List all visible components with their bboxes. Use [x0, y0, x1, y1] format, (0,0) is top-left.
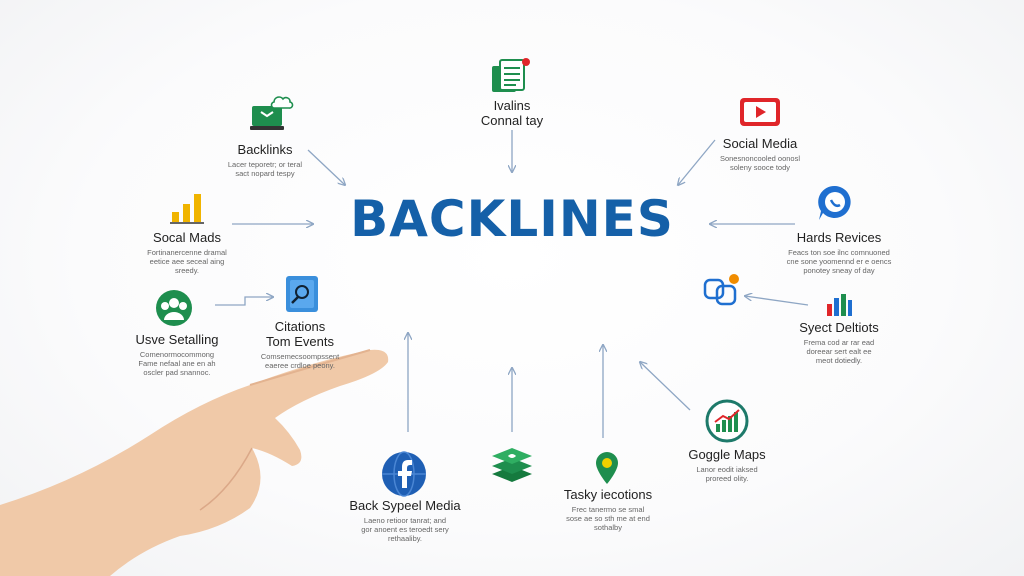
node-description-line: Frema cod ar rar ead [803, 338, 875, 347]
node-description-line: Lacer teporetr; or teral [227, 160, 303, 169]
node-description-line: meot dotiedly. [815, 356, 863, 365]
arrow-usve-setalling [215, 297, 273, 306]
node-description-line: Frec tanermo se smal [571, 505, 645, 514]
node-description-line: eaeree crdloe peony. [265, 361, 335, 370]
growth-chart-icon [705, 399, 749, 443]
node-label: Back Sypeel Media [330, 498, 480, 513]
color-bars-icon [827, 294, 852, 316]
node-description-line: sothalby [594, 523, 622, 532]
node-description-line: ponotey sneay of day [803, 266, 875, 275]
node-description-line: Laeno retioor tanrat; and [363, 516, 447, 525]
node-description-line: oscler pad snannoc. [143, 368, 211, 377]
node-description-line: doreear sert ealt ee [806, 347, 872, 356]
node-label: Tasky iecotions [533, 487, 683, 502]
node-label: Socal Mads [112, 230, 262, 245]
node-label-line: Socal Mads [153, 230, 221, 245]
node-label-line: Tasky iecotions [563, 487, 653, 502]
node-description-line: Fame nefaal ane en ah [138, 359, 216, 368]
node-label: Syect Deltiots [764, 320, 914, 335]
node-description-line: soleny sooce tody [729, 163, 791, 172]
node-description-line: rethaaliby. [387, 534, 423, 543]
node-description-line: gor anoent es teroedt sery [361, 525, 449, 534]
arrow-backlinks [307, 149, 345, 185]
node-label-line: Citations [274, 319, 326, 334]
pointing-hand-icon [0, 349, 389, 576]
node-description-line: Feacs ton soe ilnc comnuoned [788, 248, 890, 257]
node-label-line: Usve Setalling [135, 332, 219, 347]
arrow-goggle [640, 362, 691, 411]
people-circle-icon [156, 290, 192, 326]
node-label: Backlinks [190, 142, 340, 157]
node-label-line: Back Sypeel Media [349, 498, 461, 513]
node-description-line: sose ae so sth me at end [566, 514, 650, 523]
node-description-line: Comenormocommong [139, 350, 215, 359]
node-label: Hards Revices [764, 230, 914, 245]
document-icon [492, 58, 530, 92]
facebook-globe-icon [382, 451, 426, 497]
node-label-line: Goggle Maps [688, 447, 766, 462]
node-label: Goggle Maps [652, 447, 802, 462]
bar-chart-icon [170, 194, 204, 224]
node-description-line: sact nopard tespy [235, 169, 295, 178]
node-description-line: proreed olity. [705, 474, 749, 483]
arrow-social-media [678, 139, 716, 185]
node-label-line: Backlinks [237, 142, 293, 157]
node-description-line: eetice aee seceal aing [149, 257, 225, 266]
node-label-line: Social Media [722, 136, 798, 151]
node-description-line: Comsemecsoompssent [260, 352, 340, 361]
diagram-title: BACKLINES [350, 190, 674, 248]
link-icon [703, 274, 739, 306]
node-label-line: Hards Revices [796, 230, 882, 245]
map-pin-icon [596, 452, 618, 484]
node-label: Usve Setalling [102, 332, 252, 347]
node-label-line: Tom Events [266, 334, 334, 349]
chat-bubble-icon [818, 185, 851, 220]
node-description-line: Fortinanercenne dramal [147, 248, 227, 257]
clipboard-search-icon [286, 276, 318, 312]
play-button-icon [740, 98, 780, 126]
node-description-line: Lanor eodit iaksed [696, 465, 758, 474]
node-label-line: Ivalins [493, 98, 531, 113]
node-label-line: Connal tay [480, 113, 544, 128]
node-label-line: Syect Deltiots [799, 320, 879, 335]
node-description-line: cne sone yoomennd er e oencs [786, 257, 892, 266]
node-description-line: Sonesnoncooled oonosl [719, 154, 801, 163]
layers-icon [492, 448, 532, 482]
laptop-cloud-icon [250, 96, 294, 130]
node-label: Social Media [685, 136, 835, 151]
arrow-syect-deltiots [745, 296, 809, 306]
node-description-line: sreedy. [174, 266, 200, 275]
